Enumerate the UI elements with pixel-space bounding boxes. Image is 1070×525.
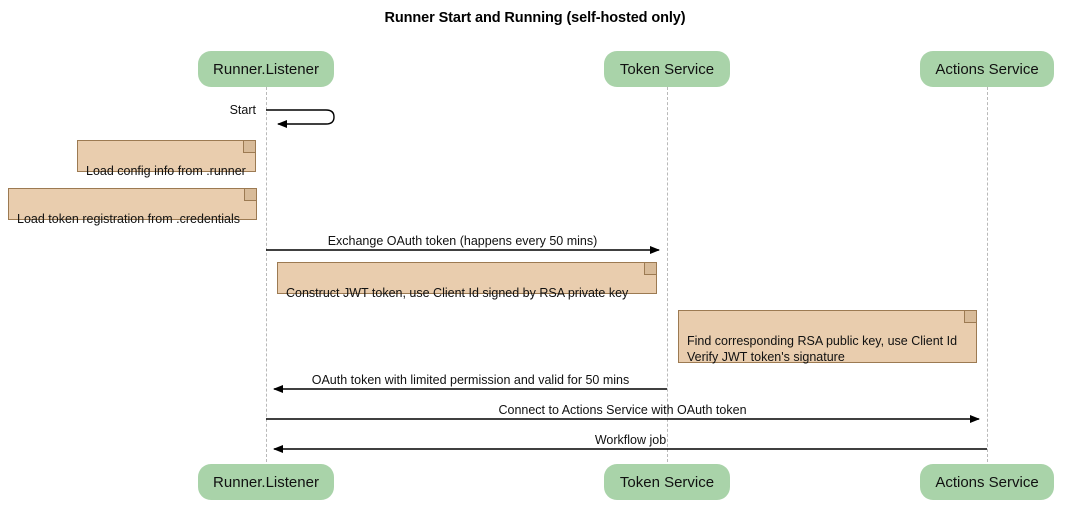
note-verify-jwt: Find corresponding RSA public key, use C… [678,310,977,364]
lifeline-runner [266,87,267,462]
participant-runner-listener-bottom[interactable]: Runner.Listener [198,464,334,500]
participant-label: Token Service [619,473,715,491]
participant-actions-service-top[interactable]: Actions Service [920,51,1054,87]
participant-label: Runner.Listener [213,60,319,78]
note-text: Construct JWT token, use Client Id signe… [286,286,629,300]
participant-label: Actions Service [935,60,1039,78]
note-fold-corner [644,263,656,275]
note-fold-corner [243,141,255,153]
participant-token-service-bottom[interactable]: Token Service [604,464,730,500]
participant-runner-listener-top[interactable]: Runner.Listener [198,51,334,87]
participant-token-service-top[interactable]: Token Service [604,51,730,87]
note-fold-corner [964,311,976,323]
note-text: Load config info from .runner [86,164,246,178]
message-label-start: Start [229,103,256,117]
note-load-config: Load config info from .runner [77,140,256,178]
note-text: Find corresponding RSA public key, use C… [687,334,958,364]
message-label-exchange-oauth-token: Exchange OAuth token (happens every 50 m… [327,234,598,248]
message-label-oauth-token-reply: OAuth token with limited permission and … [311,373,630,387]
message-arrow-start [266,109,335,128]
participant-label: Actions Service [935,473,1039,491]
message-label-workflow-job: Workflow job [594,433,667,447]
diagram-title: Runner Start and Running (self-hosted on… [384,10,686,26]
lifeline-token [667,87,668,462]
participant-actions-service-bottom[interactable]: Actions Service [920,464,1054,500]
participant-label: Runner.Listener [213,473,319,491]
note-fold-corner [244,189,256,201]
lifeline-actions [987,87,988,462]
note-load-token-registration: Load token registration from .credential… [8,188,257,226]
message-label-connect-actions-service: Connect to Actions Service with OAuth to… [498,403,747,417]
note-text: Load token registration from .credential… [17,212,241,226]
note-construct-jwt: Construct JWT token, use Client Id signe… [277,262,657,300]
participant-label: Token Service [619,60,715,78]
